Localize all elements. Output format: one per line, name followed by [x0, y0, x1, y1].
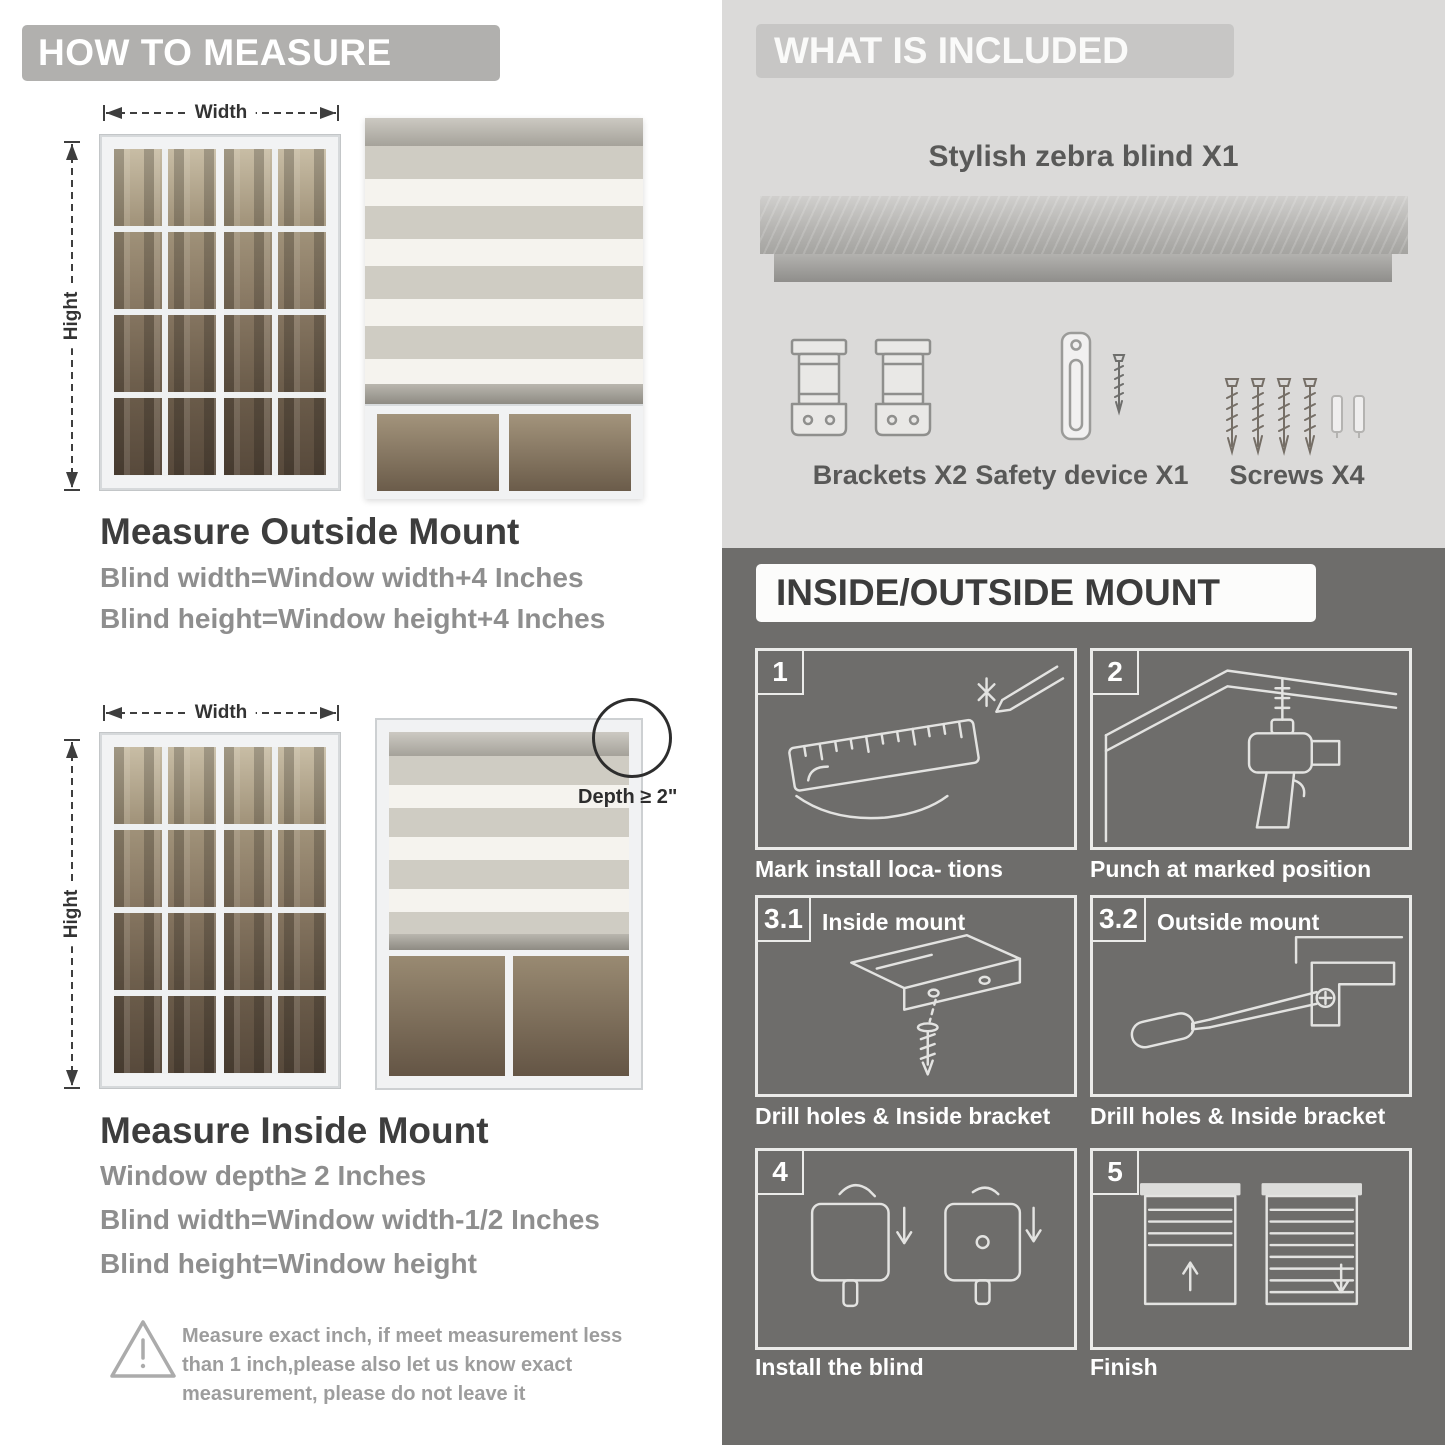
included-blind-label: Stylish zebra blind X1 [928, 140, 1239, 173]
finish-blinds-illustration [1140, 1183, 1362, 1306]
width-label: Width [186, 102, 256, 124]
window-pane [509, 414, 631, 491]
safety-device-icon [1060, 331, 1092, 441]
zebra-blind-inside-illustration [375, 718, 643, 1090]
inside-formula-depth: Window depth≥ 2 Inches [100, 1160, 427, 1191]
bracket-icon [874, 338, 932, 437]
step-number: 3.1 [758, 898, 811, 942]
wall-anchor-icon [1353, 395, 1365, 438]
blind-cassette [389, 732, 629, 756]
wall-anchor-icon [1331, 395, 1343, 438]
bracket-icon [790, 338, 848, 437]
step-caption-5: Finish [1090, 1354, 1158, 1380]
install-blind-illustration [810, 1184, 1042, 1308]
window-sash [224, 747, 326, 1074]
drill-illustration [1104, 669, 1398, 843]
window-below-blind [389, 950, 629, 1076]
how-to-measure-banner: HOW TO MEASURE [22, 25, 500, 81]
inside-mount-bracket-illustration [850, 934, 1022, 1076]
screw-icon [1302, 378, 1318, 456]
step-caption-1: Mark install loca- tions [755, 856, 1003, 882]
zebra-blind-outside-illustration [365, 118, 643, 499]
window-sash [224, 149, 326, 476]
step-caption-4: Install the blind [755, 1354, 924, 1380]
step-panel-3-1: 3.1 Inside mount [755, 895, 1077, 1097]
blind-stripes [389, 756, 629, 934]
step-caption-3-1: Drill holes & Inside bracket [755, 1103, 1051, 1129]
mount-section-banner: INSIDE/OUTSIDE MOUNT [756, 564, 1316, 622]
width-arrow-icon [103, 105, 339, 121]
window-pane [389, 956, 505, 1076]
step-number: 3.2 [1093, 898, 1146, 942]
depth-note: Depth ≥ 2" [578, 786, 678, 808]
outside-mount-label: Outside mount [1157, 909, 1320, 935]
step-panel-1: 1 [755, 648, 1077, 850]
step-panel-5: 5 [1090, 1148, 1412, 1350]
inside-formula-height: Blind height=Window height [100, 1248, 477, 1279]
screws-label: Screws X4 [1229, 460, 1365, 490]
what-is-included-section: WHAT IS INCLUDED Stylish zebra blind X1 [722, 0, 1445, 548]
step-caption-2: Punch at marked position [1090, 856, 1372, 882]
step-number: 4 [758, 1151, 804, 1195]
blind-cassette [365, 118, 643, 146]
screw-icon [1112, 354, 1126, 416]
height-arrow: Hight [61, 140, 83, 492]
safety-device-label: Safety device X1 [975, 460, 1189, 490]
height-arrow: Hight [61, 738, 83, 1090]
warning-triangle-icon [110, 1320, 176, 1378]
width-arrow: Width [102, 102, 340, 124]
window-pane [513, 956, 629, 1076]
inside-mount-heading: Measure Inside Mount [100, 1110, 489, 1151]
outside-formula-width: Blind width=Window width+4 Inches [100, 562, 584, 593]
outside-formula-height: Blind height=Window height+4 Inches [100, 603, 606, 634]
zebra-blind-headrail-bottom [774, 254, 1392, 282]
step-caption-3-2: Drill holes & Inside bracket [1090, 1103, 1386, 1129]
step-number: 1 [758, 651, 804, 695]
window-photo-outside [100, 135, 340, 490]
step-panel-4: 4 [755, 1148, 1077, 1350]
screw-icon [1224, 378, 1240, 456]
window-photo-inside [100, 733, 340, 1088]
width-arrow: Width [102, 702, 340, 724]
width-arrow-icon [103, 705, 339, 721]
inside-mount-label: Inside mount [822, 909, 966, 935]
outside-mount-heading: Measure Outside Mount [100, 511, 520, 552]
inside-formula-width: Blind width=Window width-1/2 Inches [100, 1204, 600, 1235]
mount-instructions-section: INSIDE/OUTSIDE MOUNT 1 [722, 548, 1445, 1445]
height-label: Hight [61, 881, 83, 947]
blind-bottom-rail [389, 934, 629, 950]
height-label: Hight [61, 283, 83, 349]
window-sash [114, 747, 216, 1074]
window-below-blind [365, 404, 643, 499]
screw-icon [1276, 378, 1292, 456]
zebra-blind-headrail-illustration [760, 196, 1408, 254]
window-sash [114, 149, 216, 476]
outside-mount-bracket-illustration [1130, 935, 1404, 1049]
step-number: 5 [1093, 1151, 1139, 1195]
width-label: Width [186, 702, 256, 724]
step-panel-2: 2 [1090, 648, 1412, 850]
measure-warning-text: Measure exact inch, if meet measurement … [182, 1325, 623, 1405]
screw-icon [1250, 378, 1266, 456]
blind-stripes [365, 146, 643, 384]
blind-bottom-rail [365, 384, 643, 404]
step-panel-3-2: 3.2 Outside mount [1090, 895, 1412, 1097]
what-is-included-banner: WHAT IS INCLUDED [756, 24, 1234, 78]
brackets-label: Brackets X2 [812, 460, 968, 490]
window-pane [377, 414, 499, 491]
depth-callout-circle-icon [592, 698, 672, 778]
mark-location-illustration [788, 665, 1065, 820]
step-number: 2 [1093, 651, 1139, 695]
